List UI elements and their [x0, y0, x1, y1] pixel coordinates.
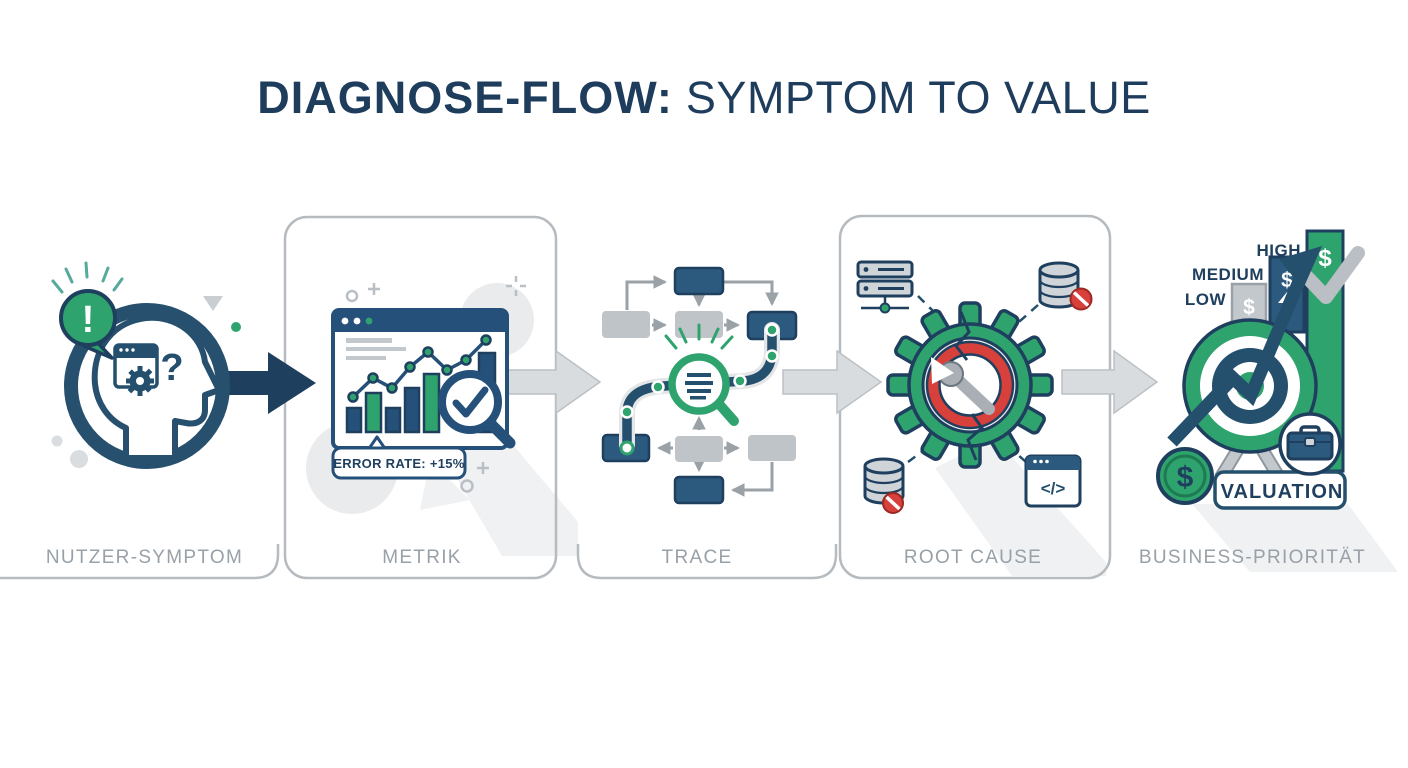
valuation-badge: VALUATION [1213, 470, 1347, 510]
high-label: HIGH [1257, 241, 1302, 260]
stage-trace [601, 266, 798, 505]
magnifier-sparkles [664, 323, 734, 350]
broken-gear-icon [886, 301, 1054, 469]
stage-root-cause: </> [856, 260, 1093, 514]
deco-dot-small [51, 435, 63, 447]
dashboard-text-lines [346, 338, 406, 360]
growth-arrow-icon [1167, 246, 1322, 447]
deco-triangle [203, 296, 223, 311]
trace-endpoint-dot [619, 440, 635, 456]
panel-nutzer-symptom-border [0, 544, 280, 580]
stage-label-trace: TRACE [661, 547, 733, 568]
error-rate-callout: ERROR RATE: +15% [331, 435, 467, 480]
magnifier-log-icon [668, 353, 739, 426]
page-title-regular: SYMPTOM TO VALUE [685, 72, 1151, 123]
alert-speech-bubble-icon: ! [59, 289, 117, 360]
gear-crack-top [954, 311, 971, 361]
low-bar-dollar: $ [1243, 296, 1255, 319]
flow-arrow-metrik-to-trace [501, 349, 602, 415]
stage-metrik: ERROR RATE: +15% [306, 276, 534, 514]
code-glyph: </> [1041, 479, 1066, 498]
code-window-icon: </> [1024, 454, 1082, 508]
valuation-label: VALUATION [1221, 481, 1344, 503]
log-text-lines [685, 373, 713, 400]
high-bar-dollar: $ [1318, 245, 1332, 272]
stage-label-business-prioritaet: BUSINESS-PRIORITÄT [1138, 547, 1367, 568]
alert-exclamation: ! [82, 299, 95, 341]
flow-arrow-rootcause-to-priority [1061, 349, 1159, 415]
flow-arrow-trace-to-rootcause [782, 349, 883, 415]
database-error-icon-bottom [863, 457, 905, 514]
coin-icon: $ [1156, 447, 1214, 505]
database-error-icon-top [1038, 261, 1093, 311]
flow-arrow-symptom-to-metrik [212, 352, 316, 414]
error-rate-text: ERROR RATE: +15% [333, 456, 464, 471]
magnifier-check-icon [438, 370, 516, 449]
stage-label-metrik: METRIK [382, 547, 462, 568]
deco-green-dot [231, 322, 241, 332]
low-label: LOW [1185, 290, 1227, 309]
medium-label: MEDIUM [1192, 265, 1264, 284]
browser-gear-icon [113, 343, 159, 396]
flowchart-connectors [625, 275, 779, 497]
alert-sparkles [51, 261, 124, 294]
wrench-icon [931, 357, 995, 415]
briefcase-icon [1278, 412, 1342, 476]
stage-nutzer-symptom: ? ! [51, 261, 241, 469]
gear-crack-bottom [966, 413, 985, 461]
stage-label-root-cause: ROOT CAUSE [903, 547, 1043, 568]
deco-dot-large [70, 450, 88, 468]
page-title-bold: DIAGNOSE-FLOW: [257, 72, 673, 123]
page-title: DIAGNOSE-FLOW: SYMPTOM TO VALUE [0, 72, 1408, 124]
coin-dollar: $ [1177, 461, 1194, 494]
deco-marks [345, 276, 526, 493]
server-icon [856, 260, 914, 314]
line-chart-icon [347, 334, 492, 403]
stage-label-nutzer-symptom: NUTZER-SYMPTOM [45, 547, 244, 568]
question-mark-icon: ? [160, 347, 183, 389]
check-mark-icon [1300, 246, 1365, 304]
stage-business-prioritaet: $ $ $ HIGH MEDIUM LOW [1156, 229, 1365, 510]
panel-trace-border [576, 544, 838, 580]
